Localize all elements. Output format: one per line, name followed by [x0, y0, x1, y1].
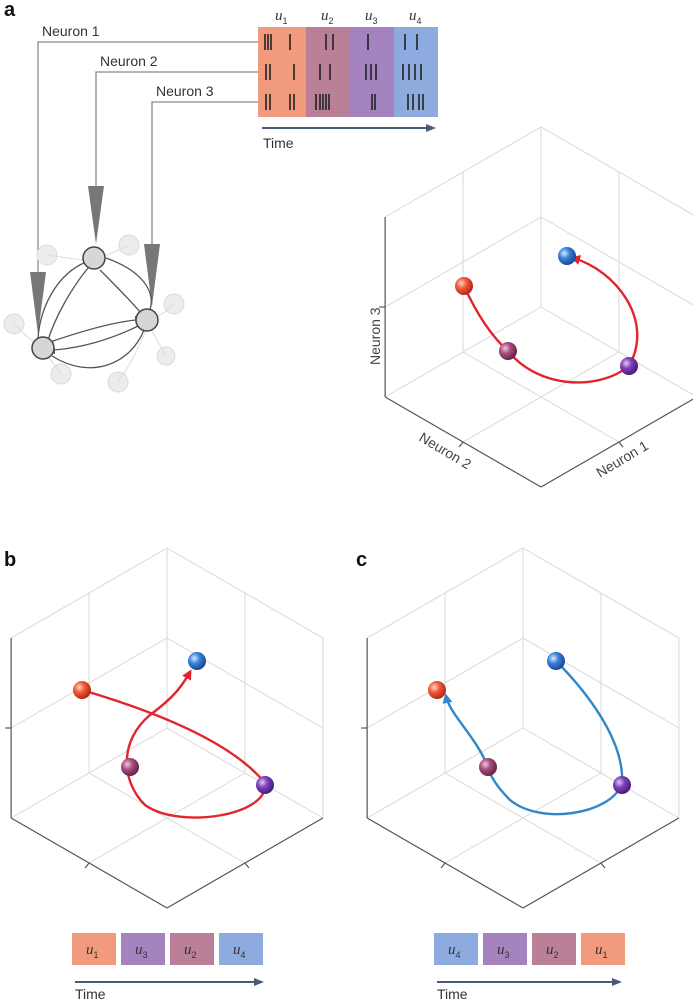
sequence-box-u2: [532, 933, 576, 965]
time-label-c: Time: [437, 986, 468, 1000]
time-label-a: Time: [263, 135, 294, 151]
state-u4-sphere: [188, 652, 206, 670]
sequence-box-u4: [219, 933, 263, 965]
electrode-icon: [30, 272, 46, 334]
state-u2-sphere: [121, 758, 139, 776]
axis-label-neuron-2: Neuron 2: [416, 429, 474, 472]
state-u3-sphere: [256, 776, 274, 794]
axis-label-neuron-1: Neuron 1: [593, 437, 651, 480]
neuron-2-label: Neuron 2: [100, 53, 158, 69]
panel-label-a: a: [4, 0, 16, 21]
neuron-2-node: [82, 246, 106, 270]
panel-label-c: c: [356, 549, 367, 571]
wire-neuron-3: [151, 101, 258, 244]
state-space-cube-a: [379, 126, 693, 488]
state-space-cube-b: [5, 547, 324, 909]
state-u4-sphere: [547, 652, 565, 670]
trajectory-c: [442, 660, 624, 816]
state-space-cube-c: [361, 547, 680, 909]
state-u2-sphere: [499, 342, 517, 360]
panel-label-b: b: [4, 549, 16, 571]
state-u1-sphere: [428, 681, 446, 699]
electrode-icon: [144, 244, 160, 306]
sequence-box-u2: [170, 933, 214, 965]
pattern-label: u3: [365, 8, 378, 26]
sequence-label: u1: [595, 942, 608, 960]
sequence-label: u2: [546, 942, 559, 960]
sequence-label: u1: [86, 942, 99, 960]
wire-neuron-1: [37, 41, 258, 272]
neuron-3-label: Neuron 3: [156, 83, 214, 99]
sequence-label: u4: [448, 942, 461, 960]
state-u4-sphere: [558, 247, 576, 265]
trajectory-a: [462, 255, 639, 384]
sequence-box-u4: [434, 933, 478, 965]
neuron-1-label: Neuron 1: [42, 23, 100, 39]
state-u1-sphere: [455, 277, 473, 295]
pattern-label: u4: [409, 8, 422, 26]
state-u1-sphere: [73, 681, 91, 699]
pattern-column-u4: [394, 27, 438, 117]
electrode-icon: [88, 186, 104, 244]
pattern-column-u2: [306, 27, 350, 117]
sequence-label: u3: [135, 942, 148, 960]
sequence-box-u1: [72, 933, 116, 965]
sequence-c: u4 u3 u2 u1: [434, 933, 625, 965]
state-u3-sphere: [613, 776, 631, 794]
sequence-box-u1: [581, 933, 625, 965]
sequence-label: u3: [497, 942, 510, 960]
neuron-3-node: [135, 308, 159, 332]
sequence-label: u2: [184, 942, 197, 960]
axis-label-neuron-3: Neuron 3: [367, 307, 383, 365]
state-u3-sphere: [620, 357, 638, 375]
pattern-label: u2: [321, 8, 334, 26]
sequence-box-u3: [483, 933, 527, 965]
sequence-b: u1 u3 u2 u4: [72, 933, 263, 965]
sequence-label: u4: [233, 942, 246, 960]
state-u2-sphere: [479, 758, 497, 776]
spike-raster: u1 u2 u3 u4: [258, 8, 438, 117]
neuron-network: Neuron 1 Neuron 2 Neuron 3: [3, 23, 258, 393]
trajectory-b: [81, 669, 267, 819]
sequence-box-u3: [121, 933, 165, 965]
time-label-b: Time: [75, 986, 106, 1000]
pattern-label: u1: [275, 8, 288, 26]
neuron-1-node: [31, 336, 55, 360]
wire-neuron-2: [95, 71, 258, 186]
